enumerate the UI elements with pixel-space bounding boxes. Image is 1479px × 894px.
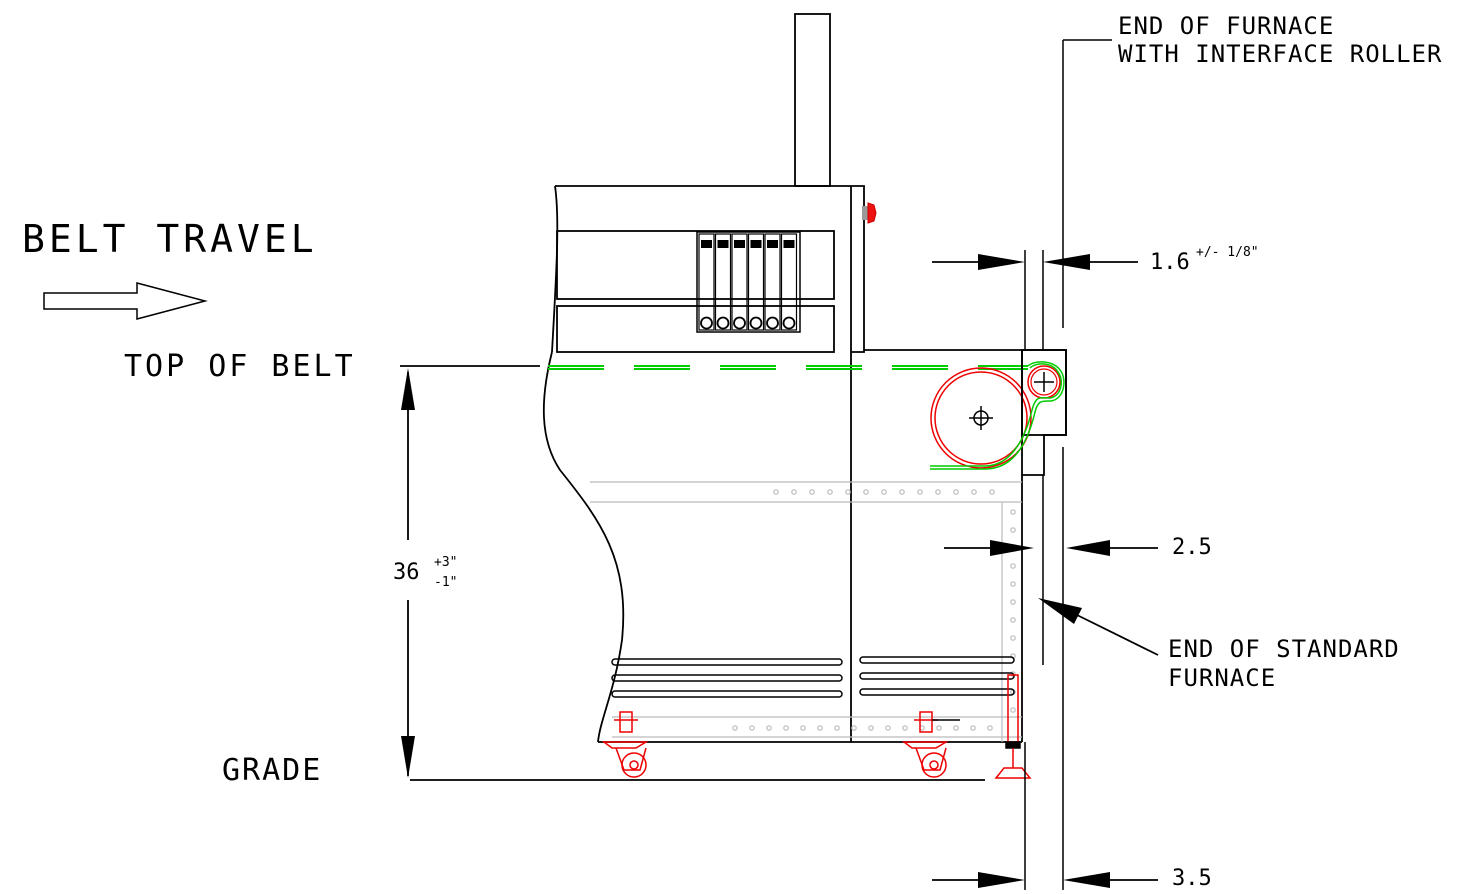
rivet [987,725,993,731]
reference-lines [1024,39,1112,890]
furnace-body [542,349,1067,743]
breaker-terminal [700,316,713,330]
breaker-switch [764,233,781,331]
rivet [989,489,995,495]
rivet [783,725,789,731]
rivet [1010,563,1016,569]
rivet [1010,581,1016,587]
standard-leader [1038,598,1159,656]
height-dimension [401,368,415,778]
belt-travel-arrow [43,282,208,320]
end-interface-label-line2: WITH INTERFACE ROLLER [1118,40,1443,68]
rivet [881,489,887,495]
rivet [845,489,851,495]
rivet [1010,509,1016,515]
breaker-terminal [782,316,796,330]
breaker-terminal [733,316,746,330]
end-standard-label-line1: END OF STANDARD [1168,635,1400,663]
leveling-foot [994,674,1032,779]
rivet [800,725,806,731]
breaker-switch [698,233,715,331]
rivet [1010,599,1016,605]
caster-right [901,711,960,778]
breaker-bank [696,231,801,333]
belt-travel-label: BELT TRAVEL [22,217,318,261]
control-cabinet [551,185,865,353]
breaker-handle [734,240,745,248]
rivet [817,725,823,731]
rivet [749,725,755,731]
caster-left [601,711,649,778]
breaker-switch [731,233,748,331]
rivet [885,725,891,731]
rivet [791,489,797,495]
rivet [917,489,923,495]
breaker-handle [717,240,729,248]
exhaust-stack [794,13,831,187]
rivet [1010,527,1016,533]
breaker-terminal [749,316,763,330]
interface-offset-value: 3.5 [1172,866,1212,891]
rivet [953,725,959,731]
vent-slot [859,656,1015,664]
rivet [1010,671,1016,677]
breaker-switch [780,233,798,331]
rivet [827,489,833,495]
breaker-handle [750,240,762,248]
height-value: 36 [393,560,420,585]
gap-dimension-value: 1.6 [1150,250,1190,275]
breaker-terminal [766,316,779,330]
rivet-panel [590,481,1022,742]
rivet [834,725,840,731]
breaker-switch [747,233,765,331]
rivet [935,489,941,495]
rivet [809,489,815,495]
vent-slot [611,674,843,682]
rivet [766,725,772,731]
top-of-belt-label: TOP OF BELT [124,349,356,384]
end-interface-label-line1: END OF FURNACE [1118,12,1335,40]
rivet [863,489,869,495]
belt-wrap [930,361,1065,470]
standard-offset-arrows [944,540,1158,556]
rivet [899,489,905,495]
vent-slot [859,672,1015,680]
breaker-handle [767,240,778,248]
rivet [773,489,779,495]
standard-offset-value: 2.5 [1172,535,1212,560]
rivet [902,725,908,731]
vent-slot [611,658,843,666]
rivet [970,725,976,731]
vent-slot [611,690,843,698]
gap-dimension-arrows [932,254,1138,270]
height-tolerance-minus: -1" [434,575,458,590]
belt-line [548,365,1028,370]
rivet [851,725,857,731]
breaker-terminal [716,316,730,330]
indicator-light [862,202,877,224]
rivet [953,489,959,495]
drive-roller [930,367,1032,469]
breaker-handle [783,240,795,248]
rivet [1010,635,1016,641]
vent-slot [859,688,1015,696]
breaker-handle [701,240,712,248]
height-tolerance-plus: +3" [434,555,458,570]
rivet [1010,707,1016,713]
rivet [732,725,738,731]
gap-dimension-tolerance: +/- 1/8" [1196,245,1259,260]
rivet [971,489,977,495]
interface-offset-arrows [932,872,1158,888]
rivet [868,725,874,731]
vent-slots [611,656,1015,698]
end-standard-label-line2: FURNACE [1168,664,1277,692]
rivet [1010,617,1016,623]
grade-label: GRADE [222,753,323,788]
rivet [936,725,942,731]
breaker-switch [714,233,732,331]
